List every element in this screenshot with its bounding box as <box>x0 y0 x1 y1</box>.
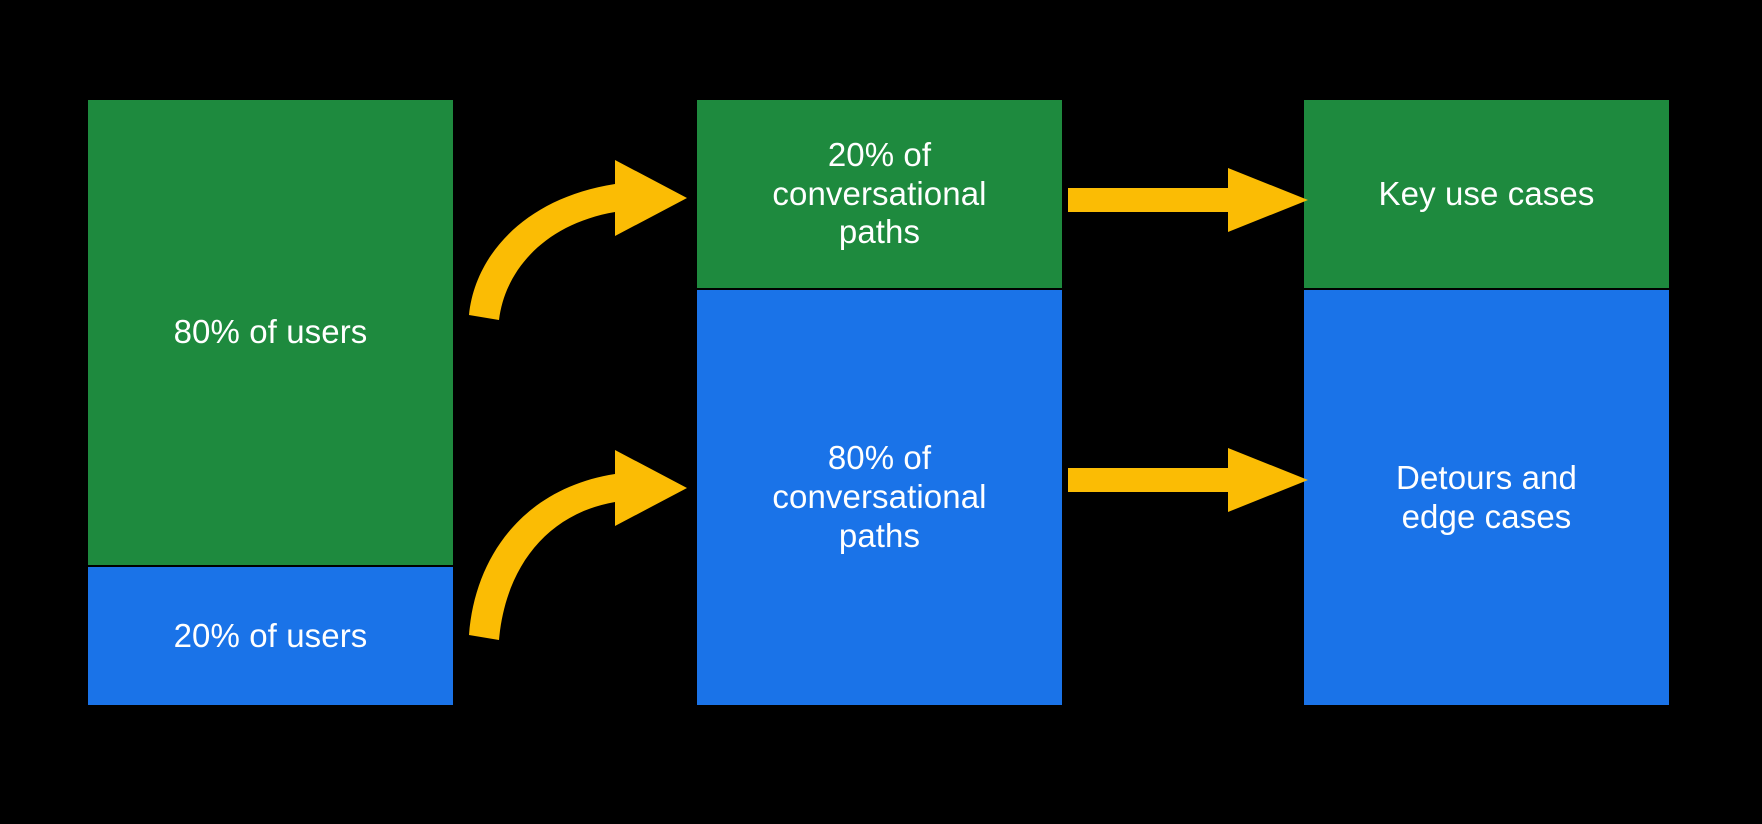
conversational-paths-column: 20% of conversational paths 80% of conve… <box>697 100 1062 705</box>
paths-column-blue-label: 80% of conversational paths <box>772 439 987 554</box>
users-column: 80% of users 20% of users <box>88 100 453 705</box>
curved-arrow-icon-bottom <box>469 450 687 640</box>
paths-column-segment-blue: 80% of conversational paths <box>697 290 1062 705</box>
curved-arrow-icon-top <box>469 160 687 320</box>
paths-column-segment-green: 20% of conversational paths <box>697 100 1062 288</box>
straight-arrow-icon-top <box>1068 168 1308 232</box>
paths-column-green-label: 20% of conversational paths <box>772 135 987 251</box>
cases-column-segment-blue: Detours and edge cases <box>1304 290 1669 705</box>
cases-column-green-label: Key use cases <box>1378 174 1595 212</box>
use-cases-column: Key use cases Detours and edge cases <box>1304 100 1669 705</box>
cases-column-blue-label: Detours and edge cases <box>1396 458 1577 535</box>
cases-column-segment-green: Key use cases <box>1304 100 1669 288</box>
users-column-green-label: 80% of users <box>173 313 368 351</box>
users-column-blue-label: 20% of users <box>173 616 368 654</box>
users-column-segment-green: 80% of users <box>88 100 453 565</box>
straight-arrow-icon-bottom <box>1068 448 1308 512</box>
users-column-segment-blue: 20% of users <box>88 567 453 705</box>
